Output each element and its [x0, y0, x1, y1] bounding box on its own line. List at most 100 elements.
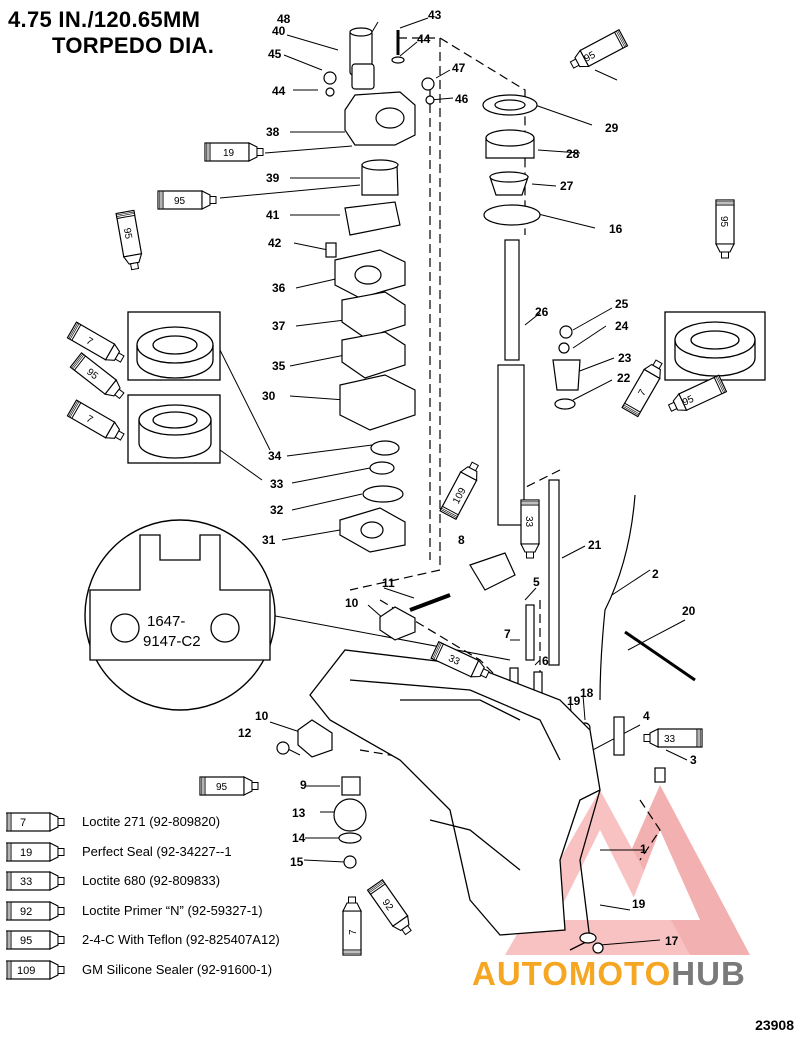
part-label: 18 [580, 686, 594, 700]
part-label: 24 [615, 319, 629, 333]
part-label: 44 [417, 32, 431, 46]
part-45-nut [323, 71, 337, 85]
tube-label: 33 [523, 516, 534, 528]
parts-right-stack [379, 94, 696, 783]
part-12-nut [276, 741, 290, 755]
tube-label: 95 [681, 394, 696, 409]
tube-33-left: 33 [430, 641, 492, 684]
part-17-screw [592, 942, 604, 954]
tube-7-bottom: 7 [342, 896, 362, 956]
part-label: 7 [504, 627, 511, 641]
part-label: 37 [272, 319, 286, 333]
legend-text: Loctite 680 (92-809833) [82, 873, 221, 889]
part-2-cable [599, 494, 636, 701]
tube-label: 95 [121, 227, 134, 240]
part-label: 20 [682, 604, 696, 618]
part-9-bearing [341, 776, 361, 796]
part-label: 9 [300, 778, 307, 792]
part-label: 35 [272, 359, 286, 373]
tube-icon: 92 [6, 901, 65, 921]
legend-text: Perfect Seal (92-34227--1 [82, 843, 232, 859]
part-16-oring [483, 204, 541, 226]
tube-label: 95 [718, 216, 729, 228]
diagram-title-line1: 4.75 IN./120.65MM [8, 7, 201, 32]
tube-95-left-vertical: 95 [115, 209, 145, 272]
seal-detail-left-lower [127, 394, 221, 464]
part-label: 10 [345, 596, 359, 610]
leader-lines [219, 17, 688, 946]
part-label: 23 [618, 351, 632, 365]
tube-95-mid-left: 95 [157, 190, 217, 210]
part-15-nut [343, 855, 357, 869]
part-label: 19 [632, 897, 646, 911]
part-label: 4 [643, 709, 650, 723]
tube-label: 95 [582, 49, 597, 64]
part-label: 44 [272, 84, 286, 98]
tube-92-bottom: 92 [367, 879, 417, 939]
part-label: 22 [617, 371, 631, 385]
part-10-block-lower [297, 719, 333, 758]
part-44-washer-left [325, 87, 335, 97]
part-11-bolt [409, 593, 451, 612]
part-42-key [325, 242, 337, 258]
part-35-gasket [341, 331, 406, 379]
tube-label: 95 [216, 782, 228, 793]
tube-icon: 7 [6, 812, 65, 832]
tube-95-right-diag: 95 [665, 374, 727, 417]
watermark-part1: AUTOMOTO [472, 955, 672, 992]
legend-text: Loctite 271 (92-809820) [82, 814, 221, 829]
part-4-stud [613, 716, 625, 756]
part-label: 12 [238, 726, 252, 740]
part-label: 40 [272, 24, 286, 38]
part-19-washer-bottom [579, 932, 597, 944]
part-34-seal [370, 440, 400, 456]
part-46-washer [425, 95, 435, 105]
part-21-shift-shaft [548, 479, 560, 666]
part-label: 30 [262, 389, 276, 403]
legend-text: GM Silicone Sealer (92-91600-1) [82, 961, 273, 977]
part-label: 31 [262, 533, 276, 547]
seal-detail-right [664, 311, 766, 381]
part-5-stud [525, 604, 535, 661]
part-label: 17 [665, 934, 679, 948]
part-label: 46 [455, 92, 469, 106]
part-10-block-upper [379, 606, 416, 641]
part-label: 21 [588, 538, 602, 552]
figure-id: 23908 [755, 1017, 794, 1033]
part-label: 48 [277, 12, 291, 26]
tube-95-bottom: 95 [199, 776, 259, 796]
tube-95-top-right: 95 [567, 29, 629, 74]
part-13-gear [333, 798, 367, 832]
tube-7-right: 7 [621, 356, 668, 418]
gear-housing [309, 649, 601, 951]
part-label: 28 [566, 147, 580, 161]
part-label: 38 [266, 125, 280, 139]
part-label: 45 [268, 47, 282, 61]
part-label: 26 [535, 305, 549, 319]
part-3-plug [654, 767, 666, 783]
tube-label: 7 [637, 387, 650, 398]
part-44-washer-right [391, 56, 405, 64]
tube-33-right: 33 [643, 728, 703, 748]
tube-label: 33 [447, 653, 462, 668]
part-8-slide [469, 552, 516, 591]
tube-109: 109 [439, 458, 484, 520]
tube-95-left-mid: 95 [69, 352, 128, 404]
part-label: 39 [266, 171, 280, 185]
part-label: 34 [268, 449, 282, 463]
part-label: 14 [292, 831, 306, 845]
tube-33-center: 33 [520, 499, 540, 559]
parts-left-stack [323, 27, 435, 553]
legend-text: 2-4-C With Teflon (92-825407A12) [82, 932, 280, 948]
part-number-labels: 1 2 3 4 5 6 7 8 9 10 10 11 12 13 14 15 1… [238, 8, 697, 948]
parts-bottom [276, 719, 604, 954]
tube-label: 19 [223, 148, 235, 159]
part-label: 8 [458, 533, 465, 547]
assembly-guide-lines [349, 37, 661, 861]
part-label: 41 [266, 208, 280, 222]
tube-label: 95 [174, 196, 186, 207]
watermark-part2: HUB [671, 955, 746, 992]
legend-code: 109 [17, 965, 35, 977]
part-label: 29 [605, 121, 619, 135]
